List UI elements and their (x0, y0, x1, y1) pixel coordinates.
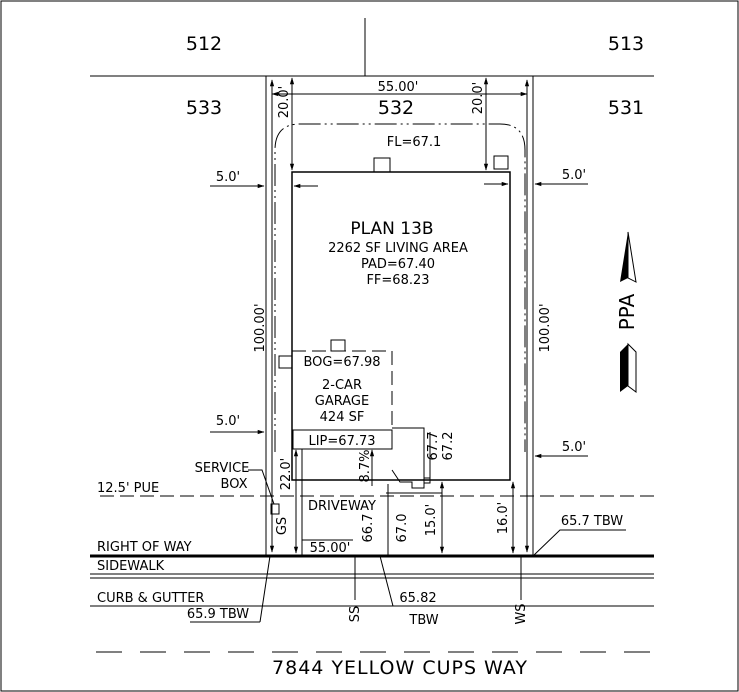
elev-fl: FL=67.1 (387, 135, 442, 150)
gs-label: GS (275, 517, 290, 535)
curb-label: CURB & GUTTER (97, 591, 204, 606)
lot-number-533: 533 (186, 97, 222, 119)
entry-pad (423, 477, 431, 484)
garage-bump (330, 339, 346, 352)
lot-number-532: 532 (378, 97, 414, 119)
garage-line1: 2-CAR (322, 378, 362, 393)
ws-label: WS (514, 603, 529, 624)
dim-lot-width-top-label: 55.00' (378, 80, 419, 95)
dim-side-left-bottom-label: 5.0' (216, 414, 240, 429)
house-footprint (291, 171, 511, 481)
lot-number-512: 512 (186, 33, 222, 55)
gs-line (259, 555, 271, 623)
north-arrow: PPA (615, 231, 639, 393)
dim-side-right-bottom-label: 5.0' (562, 440, 586, 455)
rear-bump (373, 157, 391, 173)
dim-depth-left-label: 100.00' (253, 303, 268, 352)
plan-ff: FF=68.23 (366, 273, 429, 288)
garage-bog: BOG=67.98 (303, 355, 380, 370)
sidewalk-label: SIDEWALK (97, 559, 165, 574)
dim-rear-setback-label: 20.0' (277, 86, 292, 119)
entry-step (391, 469, 425, 489)
elev-66-7: 66.7 (361, 514, 376, 543)
lot-number-531: 531 (608, 97, 644, 119)
driveway-slope-label: 8.7% (358, 449, 373, 482)
plan-name: PLAN 13B (350, 219, 433, 239)
driveway-label: DRIVEWAY (308, 499, 376, 514)
tbw-mid-label: TBW (408, 613, 438, 628)
ss-label: SS (348, 606, 363, 623)
dim-rear-setback-right-label: 20.0' (471, 82, 486, 115)
garage-line2: GARAGE (315, 394, 369, 409)
dim-front-mid-label: 15.0' (424, 504, 439, 537)
right-of-way-label: RIGHT OF WAY (97, 540, 192, 555)
service-box-label-1: SERVICE (195, 461, 250, 476)
elev-67-0: 67.0 (395, 514, 410, 543)
garage-lip: LIP=67.73 (308, 434, 375, 449)
setback-line (274, 123, 526, 452)
service-box-leader (248, 469, 275, 505)
pue-label: 12.5' PUE (97, 481, 159, 496)
ac-pad (493, 155, 509, 170)
tbw-right-label: 65.7 TBW (561, 514, 623, 529)
elev-67-7: 67.7 (426, 432, 441, 461)
garage-outline (292, 350, 393, 428)
plan-living-area: 2262 SF LIVING AREA (328, 241, 468, 256)
dim-lot-width-bottom-label: 55.00' (310, 541, 351, 556)
dim-side-right-top-label: 5.0' (562, 168, 586, 183)
garage-area: 424 SF (320, 410, 365, 425)
tbw-mid-value: 65.82 (399, 591, 436, 606)
garage-block (292, 429, 393, 450)
north-arrow-label: PPA (615, 293, 639, 330)
tbw-mid-leader (379, 555, 440, 607)
tbw-right-leader (532, 529, 626, 557)
dim-side-left-top-label: 5.0' (216, 170, 240, 185)
dim-depth-right-label: 100.00' (538, 303, 553, 352)
tbw-left-label: 65.9 TBW (187, 607, 249, 622)
side-bump (278, 355, 293, 369)
street-name: 7844 YELLOW CUPS WAY (272, 657, 528, 679)
lot-number-513: 513 (608, 33, 644, 55)
elev-67-2: 67.2 (441, 432, 456, 461)
entry-outline (392, 427, 425, 480)
dim-front-left-label: 22.0' (279, 458, 294, 491)
service-box-label-2: BOX (221, 477, 248, 492)
dim-front-right-label: 16.0' (496, 502, 511, 535)
plan-pad: PAD=67.40 (361, 257, 435, 272)
